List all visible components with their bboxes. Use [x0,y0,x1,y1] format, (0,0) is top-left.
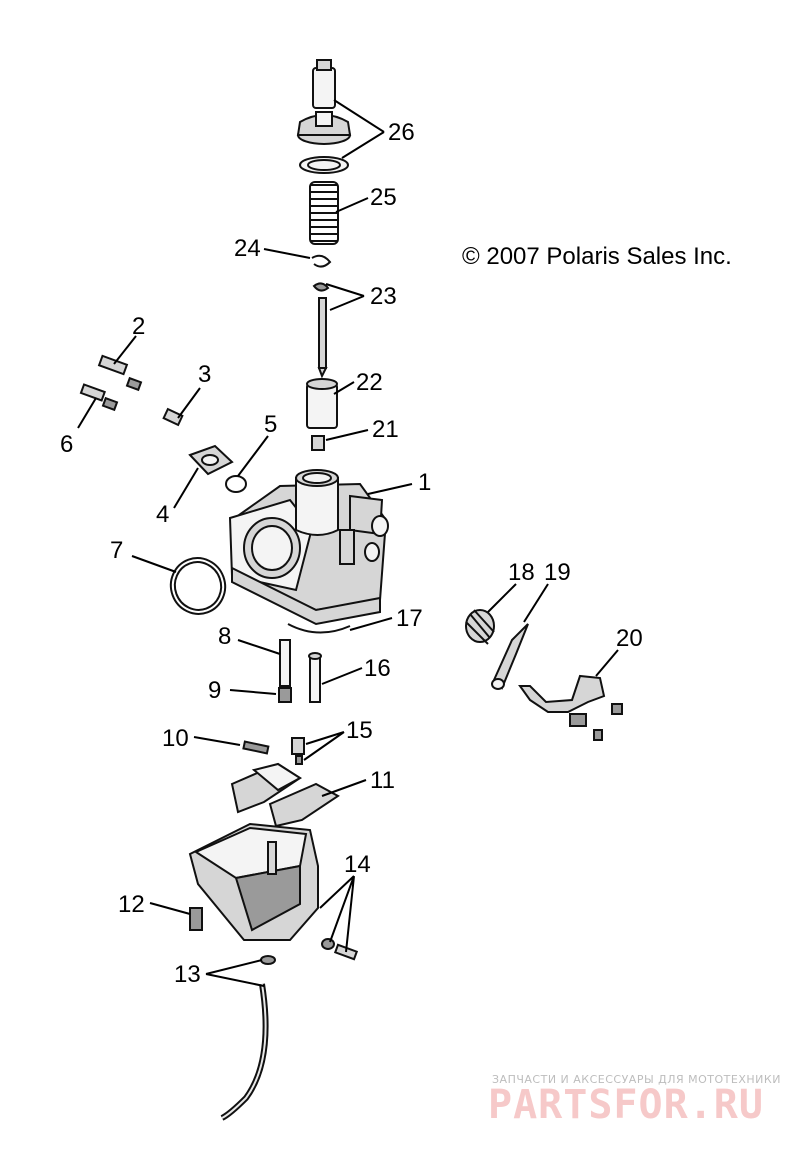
leader-21 [325,429,369,441]
callout-14: 14 [344,851,371,878]
part-15-needle-valve [291,737,305,765]
part-5-o-ring [225,475,247,493]
leader-3 [177,387,201,419]
callout-16: 16 [364,655,391,682]
leader-18 [487,583,517,613]
leader-25 [335,197,369,213]
part-12-drain-bolt [189,907,203,931]
leader-19 [523,583,549,623]
leader-26 [333,99,385,159]
part-14-drain-screw [321,938,359,961]
part-18-return-spring [465,609,495,645]
part-6-screw [79,383,119,412]
part-7-float-bowl-gasket [169,557,227,615]
part-20-cable-bracket [518,674,623,741]
callout-9: 9 [208,677,221,704]
leader-2 [113,335,137,365]
watermark: ЗАПЧАСТИ И АКСЕССУАРЫ ДЛЯ МОТОТЕХНИКИ PA… [488,1073,781,1128]
part-22-throttle-valve [306,378,338,429]
part-26-top-cap [296,59,352,174]
leader-24 [263,248,311,259]
part-21-needle-jet [311,435,325,451]
part-8-jet-holder [279,639,291,687]
part-19-throttle-lever [491,623,529,690]
callout-4: 4 [156,501,169,528]
leader-1 [367,483,413,495]
callout-8: 8 [218,623,231,650]
callout-22: 22 [356,369,383,396]
part-24-needle-clip [311,254,332,268]
part-4-plate [188,444,234,476]
leader-5 [237,435,269,477]
part-23-jet-needle [312,282,330,379]
callout-18: 18 [508,559,535,586]
part-float-bowl [188,822,319,941]
callout-15: 15 [346,717,373,744]
leader-14 [319,875,355,953]
leader-17 [349,617,393,631]
callout-3: 3 [198,361,211,388]
leader-16 [321,667,363,685]
callout-20: 20 [616,625,643,652]
callout-12: 12 [118,891,145,918]
part-17-gasket [287,623,351,634]
callout-11: 11 [370,767,395,794]
callout-5: 5 [264,411,277,438]
leader-8 [237,639,281,655]
leader-15 [303,731,345,761]
leader-6 [77,397,97,429]
leader-7 [131,555,177,573]
watermark-tagline: ЗАПЧАСТИ И АКСЕССУАРЫ ДЛЯ МОТОТЕХНИКИ [492,1073,781,1086]
part-10-float-pin [242,740,270,755]
leader-12 [149,902,191,915]
leader-13 [205,959,265,987]
copyright-notice: © 2007 Polaris Sales Inc. [462,243,732,270]
part-9-main-jet [278,687,292,703]
part-1-carburetor-body [228,469,389,626]
callout-26: 26 [388,119,415,146]
part-13-drain-hose [220,955,276,1121]
leader-10 [193,736,241,746]
watermark-logo: PARTSFOR.RU [488,1082,764,1128]
callout-13: 13 [174,961,201,988]
part-16-pilot-jet [308,652,322,703]
callout-25: 25 [370,184,397,211]
leader-22 [333,381,355,395]
leader-lines [77,99,619,987]
callout-1: 1 [418,469,431,496]
callout-6: 6 [60,431,73,458]
callout-24: 24 [234,235,261,262]
leader-9 [229,689,277,695]
callout-2: 2 [132,313,145,340]
part-11-float [230,762,340,828]
leader-11 [321,779,367,797]
leader-20 [595,649,619,677]
part-2-air-screw [97,354,143,392]
leader-23 [325,283,365,311]
callout-23: 23 [370,283,397,310]
callout-labels: 26 25 24 23 22 21 1 2 3 4 5 6 7 17 8 9 1… [60,119,643,988]
callout-19: 19 [544,559,571,586]
part-25-throttle-spring [309,181,339,245]
callout-10: 10 [162,725,189,752]
leader-4 [173,467,199,509]
callout-17: 17 [396,605,423,632]
callout-7: 7 [110,537,123,564]
callout-21: 21 [372,416,399,443]
part-3-screw [162,407,184,427]
